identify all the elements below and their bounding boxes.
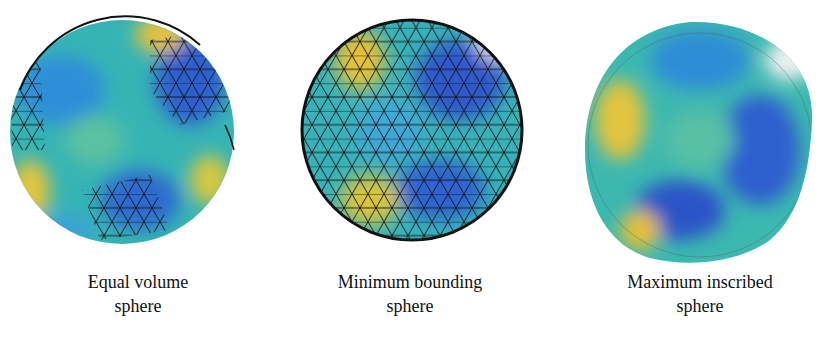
equal-volume-sphere xyxy=(0,10,240,250)
sphere-caption: Maximum inscribed sphere xyxy=(620,270,780,318)
maximum-inscribed-sphere xyxy=(580,18,820,273)
sphere-caption: Minimum bounding sphere xyxy=(330,270,490,318)
minimum-bounding-sphere xyxy=(300,18,525,243)
sphere-caption: Equal volume sphere xyxy=(73,270,203,318)
